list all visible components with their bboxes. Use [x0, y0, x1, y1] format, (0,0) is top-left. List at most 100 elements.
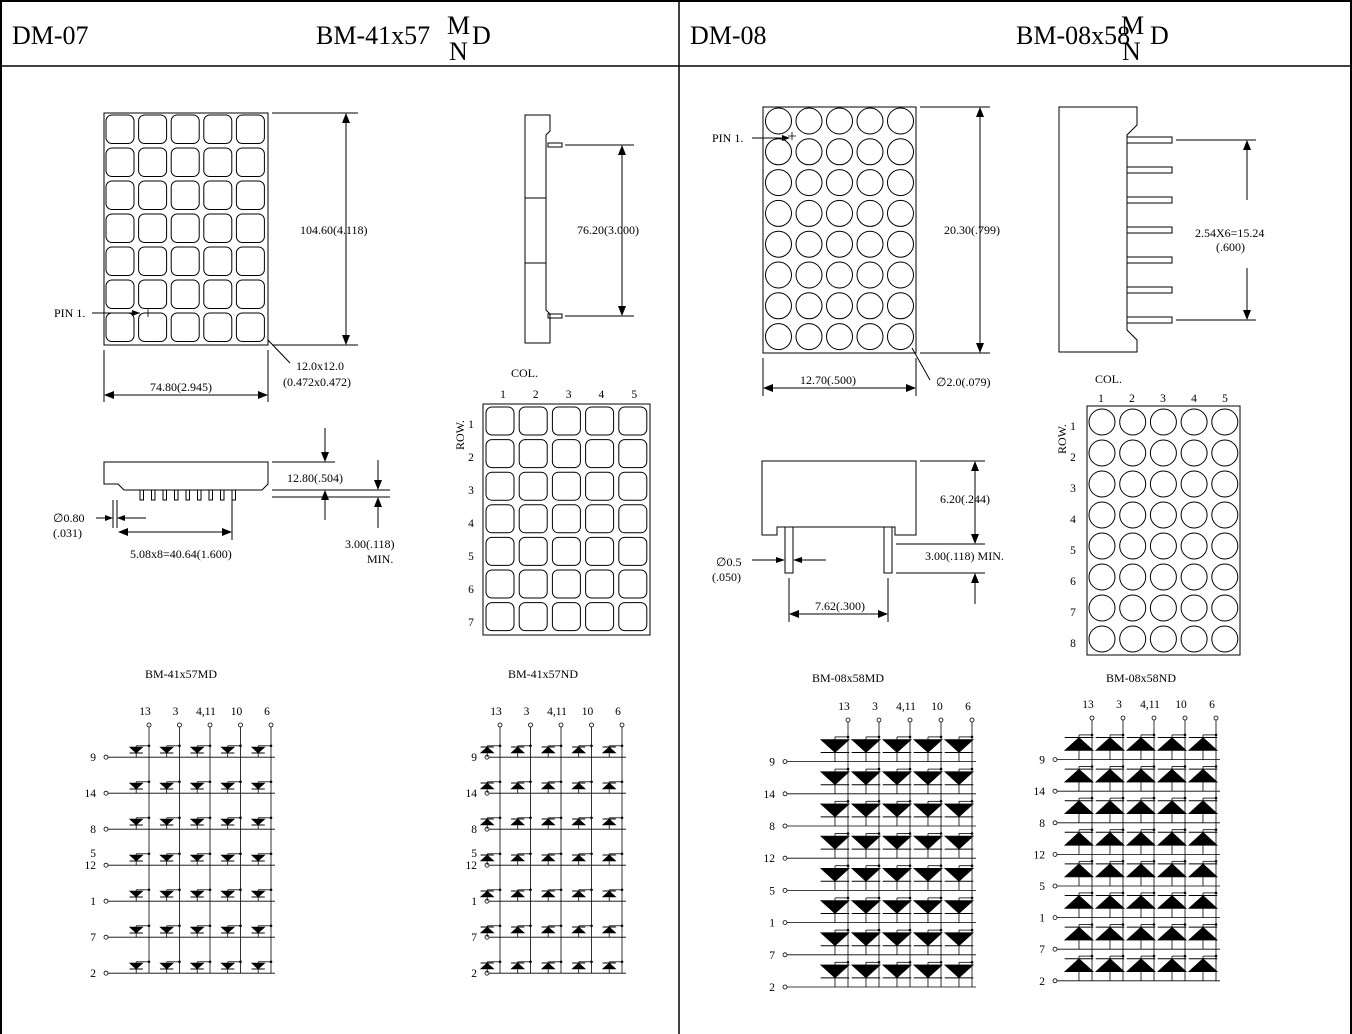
- junction-dot: [620, 888, 624, 892]
- row-pin-terminal: [782, 759, 788, 764]
- row-pin-label: 7: [1039, 944, 1045, 956]
- pin1-marker: [144, 309, 152, 317]
- junction-dot: [846, 832, 850, 835]
- junction-dot: [147, 888, 151, 892]
- dot-cell: [170, 213, 200, 243]
- dm08-row-label: ROW.: [1055, 424, 1069, 454]
- dm08-dim-pin-len: 3.00(.118) MIN.: [925, 549, 1004, 563]
- led-symbol: [571, 854, 587, 862]
- led-symbol: [1063, 800, 1095, 814]
- column-pin-terminal: [907, 717, 913, 723]
- col-number: 5: [631, 389, 637, 401]
- column-pin-terminal: [938, 717, 944, 723]
- grid-cell: [618, 439, 648, 469]
- dot-cell: [138, 147, 168, 177]
- led-symbol: [881, 932, 913, 947]
- junction-dot: [908, 832, 912, 835]
- grid-cell: [618, 536, 648, 566]
- junction-dot: [939, 864, 943, 867]
- row-number: 6: [1070, 576, 1076, 588]
- dot-circle: [795, 107, 823, 135]
- dot-cell: [105, 312, 135, 342]
- led-symbol: [540, 854, 556, 862]
- right-model-suffix: D: [1150, 21, 1169, 50]
- row-pin-terminal: [1052, 915, 1058, 920]
- led-symbol: [1156, 926, 1188, 941]
- row-pin-label: 8: [471, 824, 477, 836]
- junction-dot: [939, 735, 943, 739]
- grid-circle: [1211, 470, 1239, 498]
- led-symbol: [1156, 768, 1188, 783]
- dm07-dim-dot-1: 12.0x12.0: [296, 359, 344, 373]
- led-symbol: [571, 890, 587, 898]
- led-symbol: [1063, 831, 1095, 846]
- column-pin-terminal: [558, 722, 564, 728]
- grid-circle: [1149, 470, 1177, 498]
- row-number: 5: [1070, 545, 1076, 557]
- led-symbol: [881, 771, 913, 786]
- led-symbol: [510, 926, 526, 934]
- junction-dot: [590, 816, 593, 820]
- junction-dot: [498, 960, 502, 964]
- junction-dot: [239, 744, 242, 748]
- row-pin-terminal: [782, 888, 788, 893]
- row-number: 1: [1070, 421, 1076, 433]
- col-number: 2: [1129, 393, 1135, 405]
- grid-circle: [1088, 501, 1116, 529]
- dot-cell: [105, 279, 135, 309]
- led-symbol: [601, 854, 617, 862]
- led-symbol: [128, 854, 144, 862]
- junction-dot: [908, 961, 912, 964]
- dot-circle: [765, 230, 792, 258]
- column-pin-label: 6: [264, 706, 270, 718]
- junction-dot: [908, 928, 912, 932]
- junction-dot: [620, 780, 624, 784]
- dot-circle: [765, 138, 792, 166]
- junction-dot: [877, 896, 881, 900]
- junction-dot: [846, 864, 850, 867]
- dm07-pin1-label: PIN 1.: [54, 306, 85, 320]
- led-symbol: [943, 932, 975, 947]
- junction-dot: [1090, 923, 1094, 926]
- junction-dot: [178, 888, 181, 892]
- junction-dot: [1152, 733, 1156, 737]
- column-pin-terminal: [497, 722, 503, 728]
- junction-dot: [147, 780, 151, 784]
- right-model-sup: M: [1121, 11, 1144, 40]
- junction-dot: [529, 780, 532, 784]
- pin: [197, 489, 202, 501]
- row-number: 8: [1070, 638, 1076, 650]
- junction-dot: [269, 780, 273, 784]
- grid-cell: [618, 471, 648, 501]
- junction-dot: [1090, 796, 1094, 800]
- row-number: 7: [468, 617, 474, 629]
- junction-dot: [178, 816, 181, 820]
- grid-cell: [485, 569, 515, 599]
- grid-cell: [585, 536, 615, 566]
- left-model-prefix: BM-41x57: [316, 21, 430, 50]
- led-symbol: [510, 746, 526, 754]
- dm07-bottom-view: [96, 428, 390, 540]
- grid-circle: [1149, 439, 1177, 467]
- column-pin-terminal: [845, 717, 851, 723]
- led-symbol: [850, 771, 882, 786]
- column-pin-terminal: [619, 722, 625, 728]
- left-model-sub: N: [449, 37, 468, 66]
- junction-dot: [1090, 954, 1094, 958]
- dot-cell: [170, 279, 200, 309]
- junction-dot: [529, 816, 532, 820]
- pin: [208, 489, 213, 501]
- junction-dot: [1121, 796, 1125, 800]
- dot-circle: [826, 138, 853, 166]
- column-pin-label: 13: [490, 706, 502, 718]
- led-symbol: [189, 890, 205, 898]
- dm08-colrow-grid: [1086, 405, 1241, 656]
- junction-dot: [239, 888, 242, 892]
- led-symbol: [819, 771, 851, 786]
- row-pin-label: 1: [769, 918, 775, 930]
- row-pin-label: 2: [471, 968, 477, 980]
- led-symbol: [571, 746, 587, 754]
- row-pin-terminal: [1052, 946, 1058, 952]
- grid-cell: [518, 471, 548, 501]
- dot-cell: [203, 114, 233, 144]
